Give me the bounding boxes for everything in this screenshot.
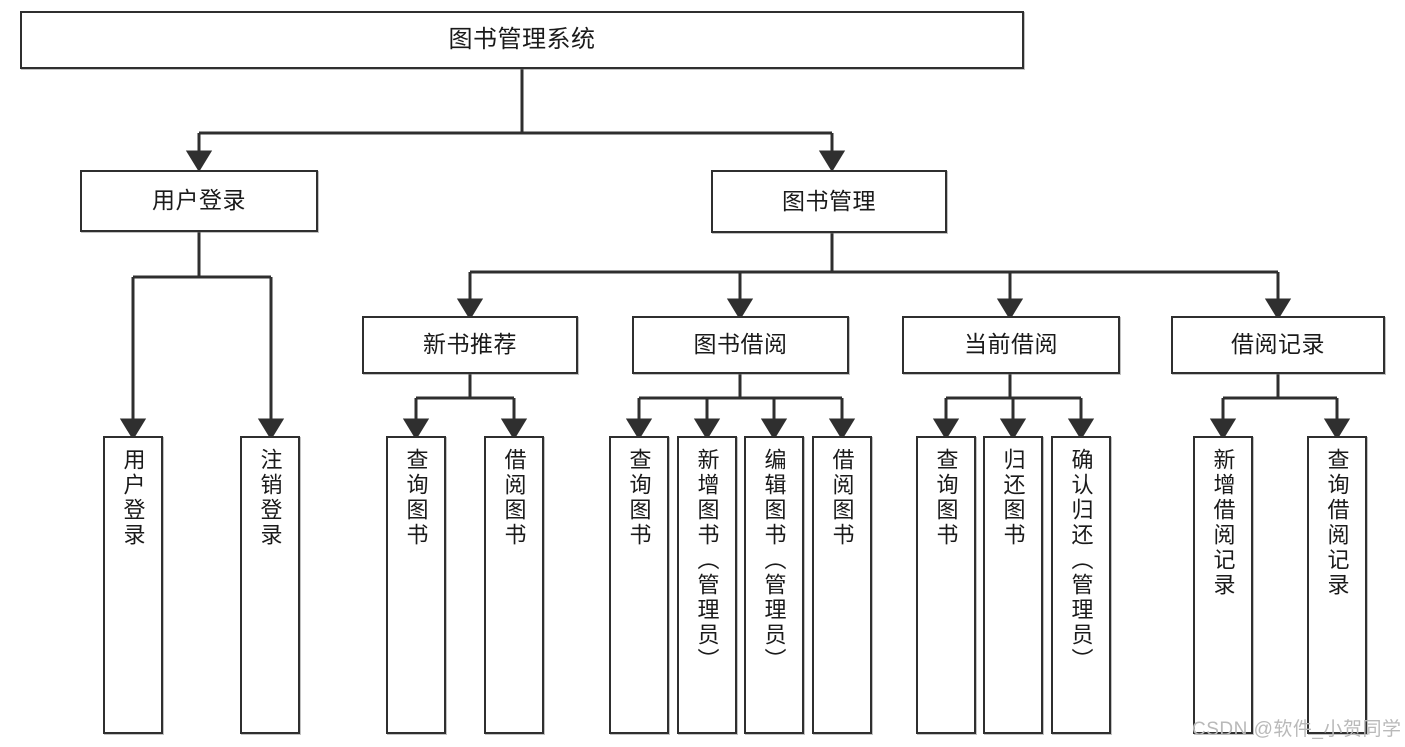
- csdn-watermark: CSDN @软件_小贺同学: [1192, 719, 1402, 740]
- node-label: 查询借阅记录: [1324, 448, 1350, 598]
- node-label: 编辑图书（管理员）: [761, 448, 787, 673]
- node-label: 确认归还（管理员）: [1068, 448, 1094, 673]
- node-label: 归还图书: [1000, 448, 1026, 548]
- node-label: 查询图书: [933, 448, 959, 548]
- node-label: 查询图书: [403, 448, 429, 548]
- node-book-borrow[interactable]: 图书借阅: [632, 316, 849, 374]
- node-new-book-recommend[interactable]: 新书推荐: [362, 316, 578, 374]
- leaf-borrow-book-recommend[interactable]: 借阅图书: [484, 436, 544, 734]
- node-label: 用户登录: [152, 187, 246, 214]
- leaf-query-book-borrow[interactable]: 查询图书: [609, 436, 669, 734]
- node-current-borrow[interactable]: 当前借阅: [902, 316, 1120, 374]
- node-label: 当前借阅: [964, 331, 1058, 358]
- node-label: 注销登录: [257, 448, 283, 548]
- node-user-login[interactable]: 用户登录: [80, 170, 318, 232]
- leaf-add-borrow-record[interactable]: 新增借阅记录: [1193, 436, 1253, 734]
- leaf-query-book-recommend[interactable]: 查询图书: [386, 436, 446, 734]
- node-label: 新增图书（管理员）: [694, 448, 720, 673]
- node-label: 借阅记录: [1231, 331, 1325, 358]
- node-label: 借阅图书: [501, 448, 527, 548]
- node-label: 新增借阅记录: [1210, 448, 1236, 598]
- node-root-book-management-system[interactable]: 图书管理系统: [20, 11, 1024, 69]
- leaf-add-book-admin[interactable]: 新增图书（管理员）: [677, 436, 737, 734]
- node-label: 图书管理: [782, 187, 876, 214]
- leaf-user-login[interactable]: 用户登录: [103, 436, 163, 734]
- leaf-confirm-return-admin[interactable]: 确认归还（管理员）: [1051, 436, 1111, 734]
- node-book-management[interactable]: 图书管理: [711, 170, 947, 233]
- node-label: 图书借阅: [693, 331, 788, 358]
- leaf-query-borrow-record[interactable]: 查询借阅记录: [1307, 436, 1367, 734]
- leaf-edit-book-admin[interactable]: 编辑图书（管理员）: [744, 436, 804, 734]
- node-label: 查询图书: [626, 448, 652, 548]
- node-label: 新书推荐: [423, 331, 517, 358]
- node-label: 借阅图书: [829, 448, 855, 548]
- node-label: 用户登录: [120, 448, 146, 548]
- node-borrow-record[interactable]: 借阅记录: [1171, 316, 1385, 374]
- node-label: 图书管理系统: [448, 25, 596, 53]
- leaf-return-book[interactable]: 归还图书: [983, 436, 1043, 734]
- leaf-borrow-book[interactable]: 借阅图书: [812, 436, 872, 734]
- leaf-query-book-current[interactable]: 查询图书: [916, 436, 976, 734]
- leaf-logout[interactable]: 注销登录: [240, 436, 300, 734]
